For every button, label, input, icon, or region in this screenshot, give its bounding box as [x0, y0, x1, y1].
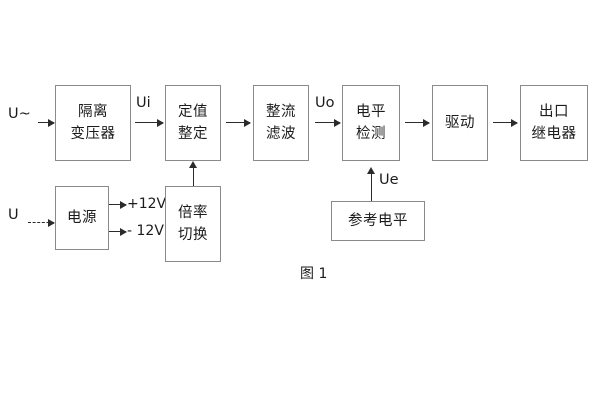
- block-reference-level-line1: 参考电平: [348, 212, 408, 229]
- block-isolation-transformer: 隔离 变压器: [55, 85, 131, 161]
- signal-label-uo: Uo: [315, 95, 335, 111]
- block-rectify-filter: 整流 滤波: [253, 85, 309, 161]
- block-multiplier-switch-line2: 切换: [178, 227, 208, 243]
- block-output-relay: 出口 继电器: [520, 85, 588, 161]
- block-output-relay-line2: 继电器: [531, 126, 577, 142]
- block-level-detection-line2: 检测: [356, 126, 386, 142]
- block-rectify-filter-line1: 整流: [266, 103, 296, 120]
- block-multiplier-switch-line1: 倍率: [178, 204, 208, 221]
- arrow-power-supply-negative-rail: [109, 227, 127, 236]
- arrow-setting-value-to-rectify-filter: [226, 118, 251, 127]
- block-multiplier-switch: 倍率 切换: [165, 186, 221, 262]
- block-power-supply: 电源: [55, 186, 109, 250]
- rail-label-negative: - 12V: [127, 223, 164, 239]
- rail-label-positive: +12V: [127, 196, 167, 212]
- block-setting-value-line1: 定值: [178, 103, 208, 120]
- block-drive-line1: 驱动: [445, 114, 475, 131]
- arrow-multiplier-switch-to-setting-value: [189, 161, 198, 186]
- arrow-dc-to-power-supply: [28, 218, 55, 227]
- block-drive: 驱动: [432, 85, 488, 161]
- arrow-ac-to-isolation-transformer: [38, 118, 55, 127]
- signal-label-ui: Ui: [136, 95, 151, 111]
- block-level-detection-line1: 电平: [356, 103, 386, 120]
- block-power-supply-line1: 电源: [67, 209, 97, 226]
- block-reference-level: 参考电平: [331, 201, 425, 241]
- block-output-relay-line1: 出口: [539, 103, 569, 120]
- arrow-isolation-transformer-to-setting-value: [135, 118, 164, 127]
- block-setting-value-line2: 整定: [178, 126, 208, 142]
- arrow-level-detection-to-drive: [405, 118, 430, 127]
- input-label-ac: U~: [8, 106, 31, 122]
- input-label-dc: U: [8, 207, 19, 223]
- block-rectify-filter-line2: 滤波: [266, 126, 296, 142]
- arrow-drive-to-output-relay: [493, 118, 518, 127]
- signal-label-ue: Ue: [379, 172, 399, 188]
- block-isolation-transformer-line2: 变压器: [70, 126, 116, 142]
- figure-caption: 图 1: [300, 266, 328, 282]
- arrow-rectify-filter-to-level-detection: [315, 118, 341, 127]
- block-setting-value: 定值 整定: [165, 85, 221, 161]
- block-isolation-transformer-line1: 隔离: [78, 103, 108, 120]
- block-level-detection: 电平 检测: [342, 85, 400, 161]
- arrow-power-supply-positive-rail: [109, 200, 127, 209]
- arrow-reference-level-to-level-detection: [367, 167, 376, 201]
